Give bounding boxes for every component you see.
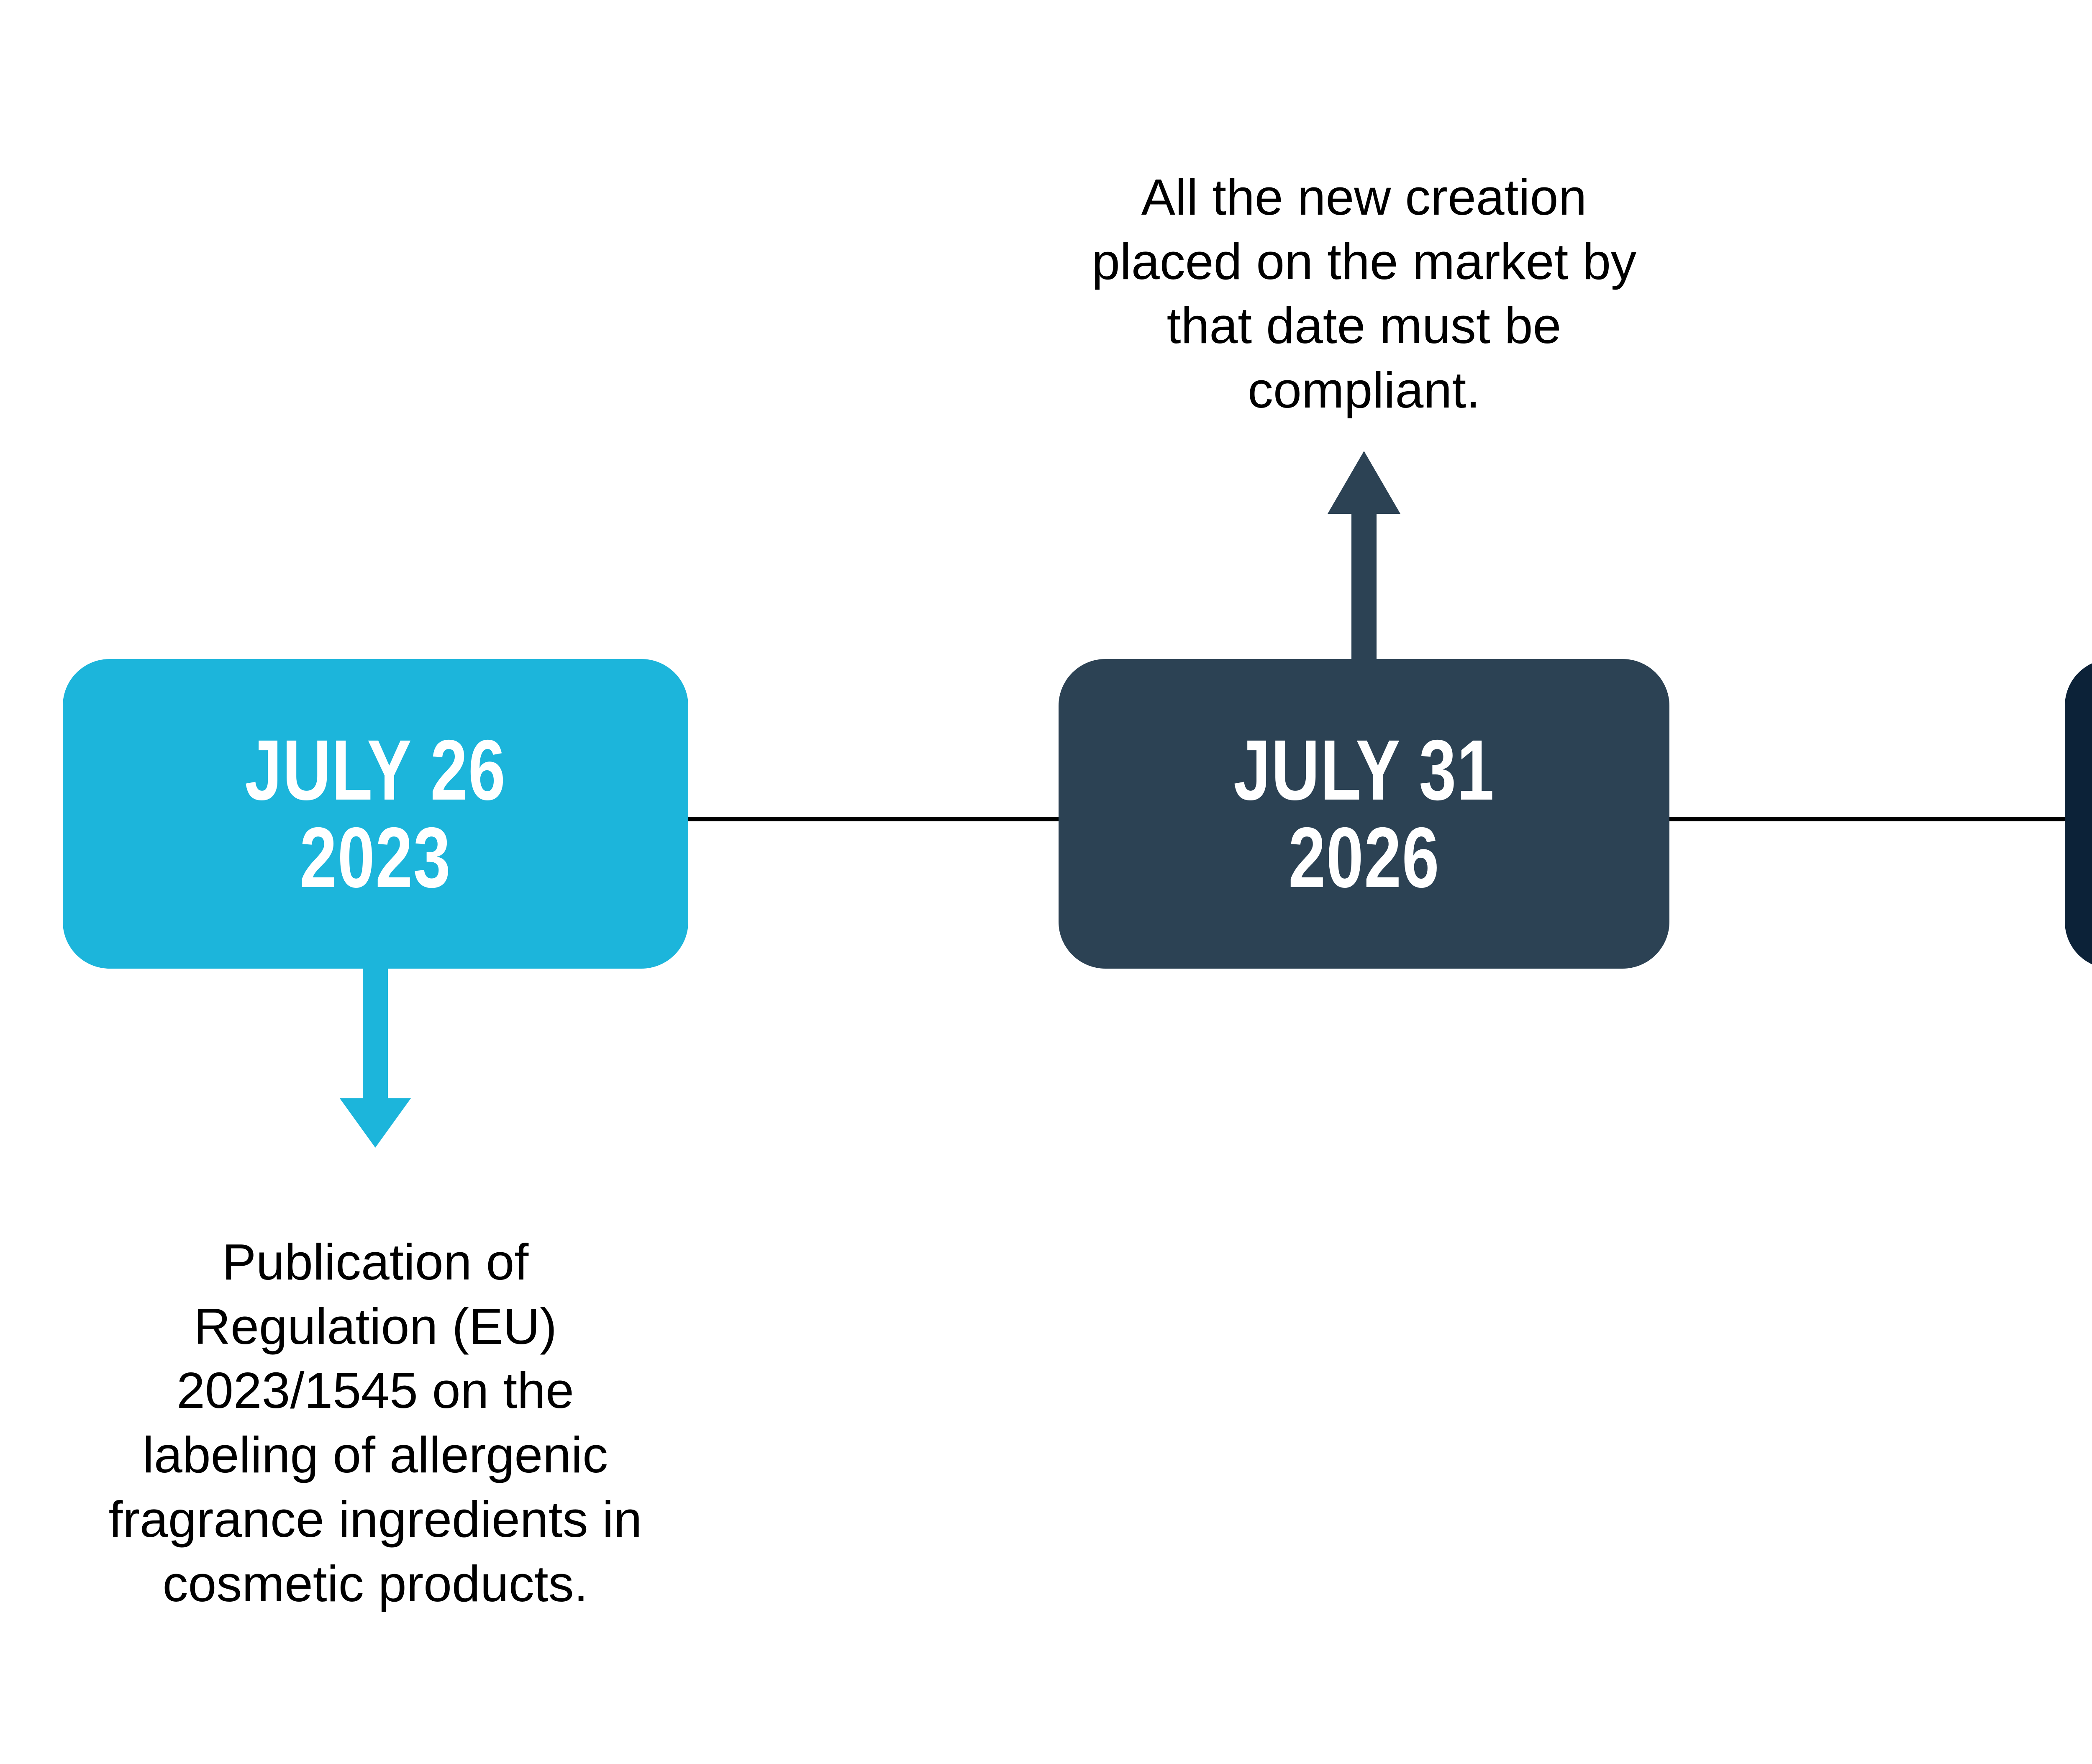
down-arrow-stem-2023 xyxy=(363,968,388,1098)
date-box-2026: JULY 31 2026 xyxy=(1059,659,1669,969)
date-box-2028: JULY 31 2028 xyxy=(2065,659,2092,969)
up-arrow-head-icon xyxy=(1328,451,1400,514)
timeline-connector-line-2 xyxy=(1669,817,2065,821)
timeline-connector-line-1 xyxy=(688,817,1059,821)
down-arrow-head-icon-2023 xyxy=(340,1098,411,1148)
up-arrow-stem xyxy=(1351,513,1377,660)
description-2028: Withdrawal from the market of non-compli… xyxy=(2019,1230,2092,1423)
description-2023: Publication of Regulation (EU) 2023/1545… xyxy=(108,1233,642,1612)
date-label-2023: JULY 26 2023 xyxy=(245,722,506,905)
date-label-2026: JULY 31 2026 xyxy=(1233,722,1495,905)
date-box-2023: JULY 26 2023 xyxy=(63,659,688,969)
description-2026: All the new creation placed on the marke… xyxy=(1091,169,1637,419)
